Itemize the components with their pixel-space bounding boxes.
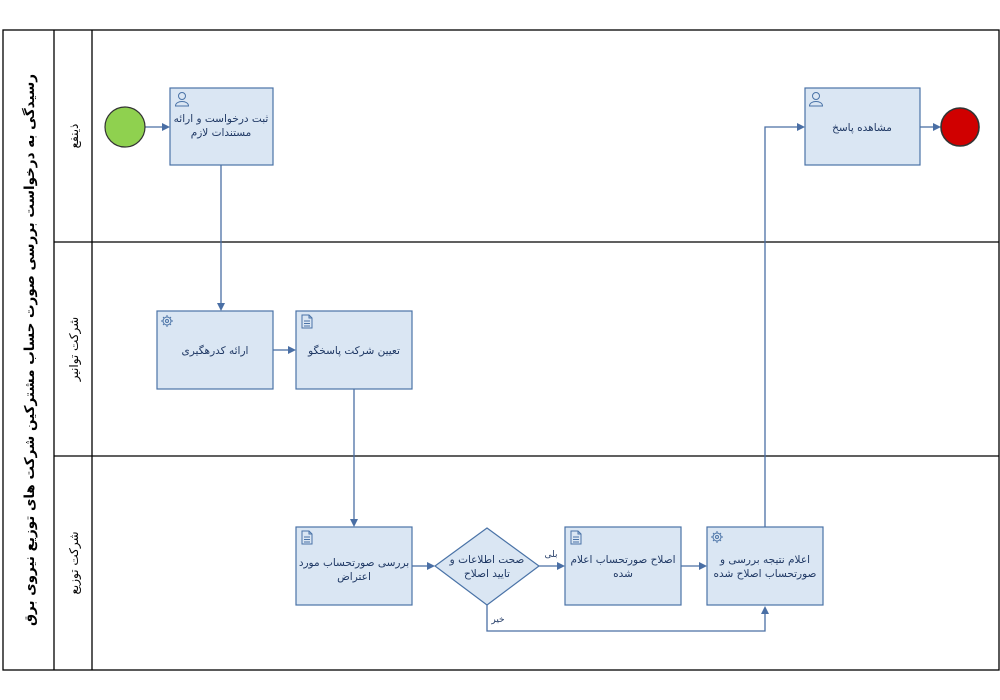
task-box xyxy=(804,87,921,166)
flow-label-yes: بلی xyxy=(545,550,558,560)
task-box xyxy=(169,87,274,166)
arrowhead xyxy=(699,562,707,570)
task-label-line: اصلاح صورتحساب اعلام xyxy=(570,554,675,566)
gateway-label-line: صحت اطلاعات و xyxy=(449,554,525,566)
lane-label-distribution: شرکت توزیع xyxy=(67,531,82,594)
task-correct-bill[interactable]: اصلاح صورتحساب اعلام شده xyxy=(564,526,682,606)
arrowhead xyxy=(761,606,769,614)
arrowhead xyxy=(933,123,941,131)
gateway-diamond xyxy=(433,527,541,606)
gateway-label-line: تایید اصلاح xyxy=(464,568,510,580)
sequence-flows xyxy=(145,123,941,632)
arrowhead xyxy=(162,123,170,131)
user-icon xyxy=(808,92,824,107)
arrowhead xyxy=(557,562,565,570)
gateway-data-validity[interactable]: صحت اطلاعات و تایید اصلاح xyxy=(433,527,541,606)
task-label-line: اعلام نتیجه بررسی و xyxy=(719,554,810,566)
task-box xyxy=(706,526,824,606)
task-submit-request[interactable]: ثبت درخواست و ارائه مستندات لازم xyxy=(169,87,274,166)
task-view-response[interactable]: مشاهده پاسخ xyxy=(804,87,921,166)
task-assign-responding-company[interactable]: تعیین شرکت پاسخگو xyxy=(295,310,413,390)
task-label-line: ارائه کدرهگیری xyxy=(182,344,249,357)
task-label-line: شده xyxy=(613,568,633,580)
start-event xyxy=(104,106,146,148)
lane-label-tavanir: شرکت توانیر xyxy=(67,317,82,382)
task-box xyxy=(295,526,413,606)
arrowhead xyxy=(350,519,358,527)
task-provide-tracking-code[interactable]: ارائه کدرهگیری xyxy=(156,310,274,390)
task-review-disputed-bill[interactable]: بررسی صورتحساب مورد اعتراض xyxy=(295,526,413,606)
task-label-line: تعیین شرکت پاسخگو xyxy=(307,344,400,357)
arrowhead xyxy=(797,123,805,131)
task-label-line: اعتراض xyxy=(337,571,371,583)
arrowhead xyxy=(217,303,225,311)
lane-label-stakeholder: ذینفع xyxy=(67,124,81,149)
end-event xyxy=(940,107,980,147)
task-label-line: ثبت درخواست و ارائه xyxy=(174,113,269,125)
user-icon xyxy=(174,92,190,107)
gear-icon xyxy=(161,315,173,327)
task-label-line: مستندات لازم xyxy=(191,127,252,139)
arrowhead xyxy=(427,562,435,570)
document-icon xyxy=(570,530,582,545)
flow-announce-to-view xyxy=(764,126,797,527)
gear-icon xyxy=(711,531,723,543)
task-box xyxy=(564,526,682,606)
document-icon xyxy=(301,314,313,329)
flow-label-no: خیر xyxy=(490,615,504,625)
pool-frame xyxy=(2,29,1000,671)
task-box xyxy=(295,310,413,390)
task-announce-result[interactable]: اعلام نتیجه بررسی و صورتحساب اصلاح شده xyxy=(706,526,824,606)
pool-title: رسیدگی به درخواست بررسی صورت حساب مشترکی… xyxy=(21,74,38,626)
task-label-line: صورتحساب اصلاح شده xyxy=(714,568,817,580)
task-label-line: مشاهده پاسخ xyxy=(832,122,892,134)
flow-gateway-to-announce-no xyxy=(486,605,766,632)
arrowhead xyxy=(288,346,296,354)
task-label-line: بررسی صورتحساب مورد xyxy=(299,557,409,569)
task-box xyxy=(156,310,274,390)
document-icon xyxy=(301,530,313,545)
